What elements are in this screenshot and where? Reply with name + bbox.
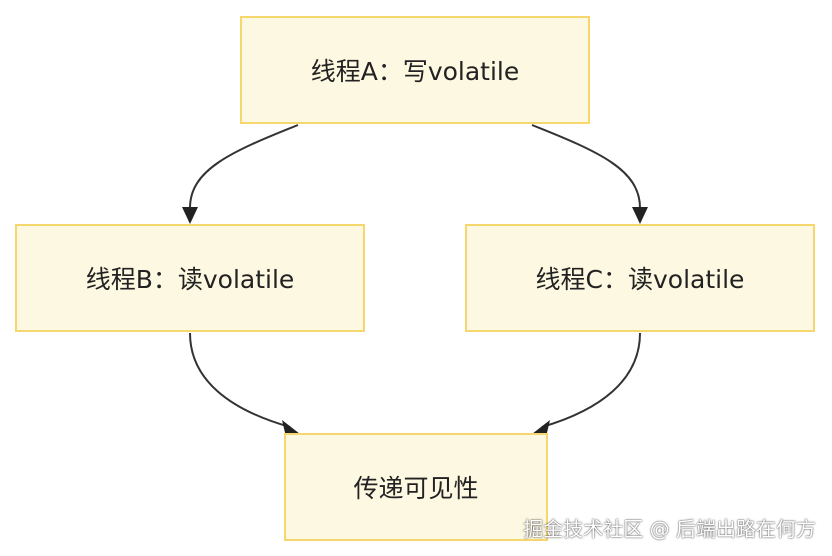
arrowhead-a-to-b	[182, 207, 198, 224]
edge-a-to-b	[189, 124, 299, 209]
edge-b-to-d	[189, 332, 291, 428]
node-label: 传递可见性	[353, 474, 479, 503]
node-thread-c-read: 线程C：读volatile	[465, 224, 815, 332]
node-label: 线程A：写volatile	[310, 57, 520, 86]
arrowhead-a-to-c	[632, 207, 648, 224]
node-thread-a-write: 线程A：写volatile	[240, 16, 590, 124]
node-thread-b-read: 线程B：读volatile	[15, 224, 365, 332]
node-transitive-visibility: 传递可见性	[284, 433, 548, 541]
edge-a-to-c	[531, 124, 641, 209]
node-label: 线程B：读volatile	[85, 265, 295, 294]
edge-c-to-d	[541, 332, 641, 428]
node-label: 线程C：读volatile	[535, 265, 745, 294]
watermark-text: 掘金技术社区 @ 后端出路在何方	[523, 517, 816, 541]
